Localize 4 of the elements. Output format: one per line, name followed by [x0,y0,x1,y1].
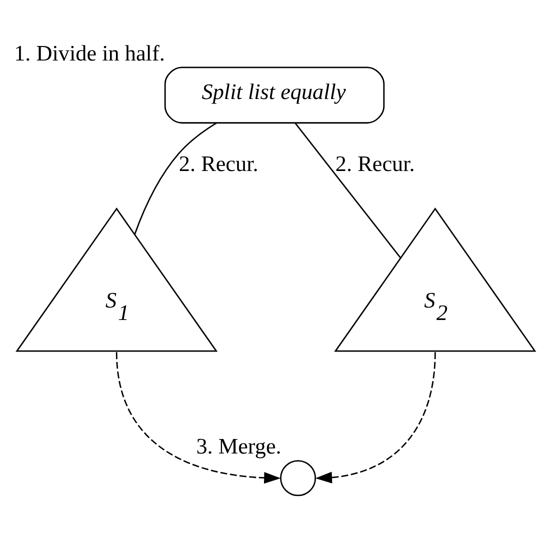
edge-label: 2. Recur. [335,151,415,176]
node-label: 1. Divide in half. [14,40,165,66]
node-label: 3. Merge. [196,434,282,459]
edge-label: 2. Recur. [178,151,258,176]
